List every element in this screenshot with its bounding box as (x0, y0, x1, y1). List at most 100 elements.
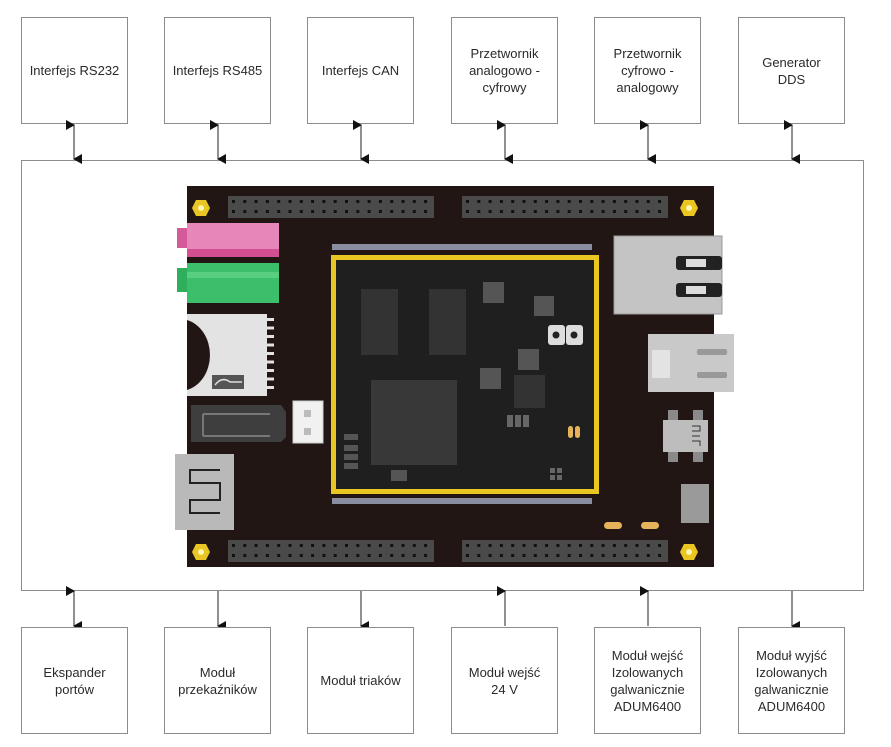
header-pin (390, 544, 394, 547)
header-pin (590, 200, 594, 203)
header-pin (590, 554, 594, 557)
header-pin (522, 200, 526, 203)
header-pin (522, 554, 526, 557)
header-pin (367, 200, 371, 203)
header-pin (567, 210, 571, 213)
header-pin (311, 554, 315, 557)
header-pin (466, 554, 469, 557)
header-pin (356, 210, 360, 213)
header-pin (522, 544, 526, 547)
header-pin (658, 210, 662, 213)
ethernet-port (613, 235, 723, 315)
header-pin (345, 554, 348, 557)
module-box-isolated-outputs: Moduł wyjść Izolowanych galwanicznie ADU… (738, 627, 845, 734)
module-box-relays: Moduł przekaźników (164, 627, 271, 734)
component (681, 484, 709, 523)
header-pin (288, 200, 292, 203)
header-pin (488, 544, 492, 547)
header-pin (322, 200, 326, 203)
module-label: Moduł wejść Izolowanych galwanicznie ADU… (610, 647, 685, 714)
header-pin (345, 544, 348, 547)
header-pin (311, 544, 315, 547)
header-pin (545, 554, 549, 557)
header-pin (477, 554, 481, 557)
header-pin (658, 200, 662, 203)
header-pin (533, 200, 537, 203)
header-pin (612, 210, 616, 213)
sd-pin (267, 352, 274, 355)
header-pin (345, 210, 348, 213)
header-pin (635, 544, 639, 547)
header-pin (590, 210, 594, 213)
header-pin (545, 200, 549, 203)
usb-port (648, 334, 734, 392)
jst-connector (292, 400, 324, 444)
header-pin (612, 200, 616, 203)
header-pin (299, 210, 303, 213)
header-pin (232, 544, 235, 547)
module-box-dds: Generator DDS (738, 17, 845, 124)
header-pin (277, 200, 281, 203)
header-pin (424, 210, 428, 213)
header-pin (567, 554, 571, 557)
header-pin (511, 200, 515, 203)
header-pin (601, 554, 605, 557)
header-pin (499, 554, 503, 557)
header-pin (533, 544, 537, 547)
header-pin (356, 544, 360, 547)
header-pin (646, 554, 650, 557)
sd-pin (267, 386, 274, 389)
header-pin (635, 210, 639, 213)
audio-jack-pink (177, 223, 279, 257)
header-pin (367, 544, 371, 547)
header-pin (288, 544, 292, 547)
header-pin (522, 210, 526, 213)
sd-pin (267, 369, 274, 372)
header-pin (378, 200, 382, 203)
som-module (331, 244, 599, 504)
header-pin (333, 554, 337, 557)
header-pin (477, 200, 481, 203)
module-label: Przetwornik cyfrowo - analogowy (613, 46, 682, 95)
header-pin (322, 544, 326, 547)
header-pin (265, 554, 269, 557)
header-pin (646, 210, 650, 213)
module-box-rs485: Interfejs RS485 (164, 17, 271, 124)
header-pin (390, 200, 394, 203)
sd-pin (267, 335, 274, 338)
header-pin (624, 554, 628, 557)
module-box-inputs-24v: Moduł wejść 24 V (451, 627, 558, 734)
header-pin (579, 210, 582, 213)
header-pin (232, 200, 235, 203)
header-pin (590, 544, 594, 547)
header-pin (488, 200, 492, 203)
header-pin (378, 554, 382, 557)
sd-pin (267, 326, 274, 330)
module-box-rs232: Interfejs RS232 (21, 17, 128, 124)
header-pin (556, 544, 560, 547)
sd-pin (267, 377, 274, 381)
header-pin (277, 554, 281, 557)
header-pin (243, 544, 247, 547)
header-pin (243, 210, 247, 213)
header-pin (424, 554, 428, 557)
header-pin (579, 200, 582, 203)
header-pin (658, 544, 662, 547)
header-pin (635, 554, 639, 557)
header-pin (401, 210, 405, 213)
module-box-triacs: Moduł triaków (307, 627, 414, 734)
header-pin (556, 554, 560, 557)
header-pin (412, 200, 416, 203)
module-label: Interfejs RS232 (29, 63, 120, 78)
header-pin (488, 210, 492, 213)
module-label: Interfejs RS485 (172, 63, 263, 78)
header-pin (232, 210, 235, 213)
header-pin (624, 210, 628, 213)
header-pin (277, 210, 281, 213)
header-pin (367, 554, 371, 557)
audio-jack-green (177, 263, 279, 303)
header-pin (367, 210, 371, 213)
header-pin (333, 544, 337, 547)
header-pin (265, 210, 269, 213)
header-pin (390, 554, 394, 557)
